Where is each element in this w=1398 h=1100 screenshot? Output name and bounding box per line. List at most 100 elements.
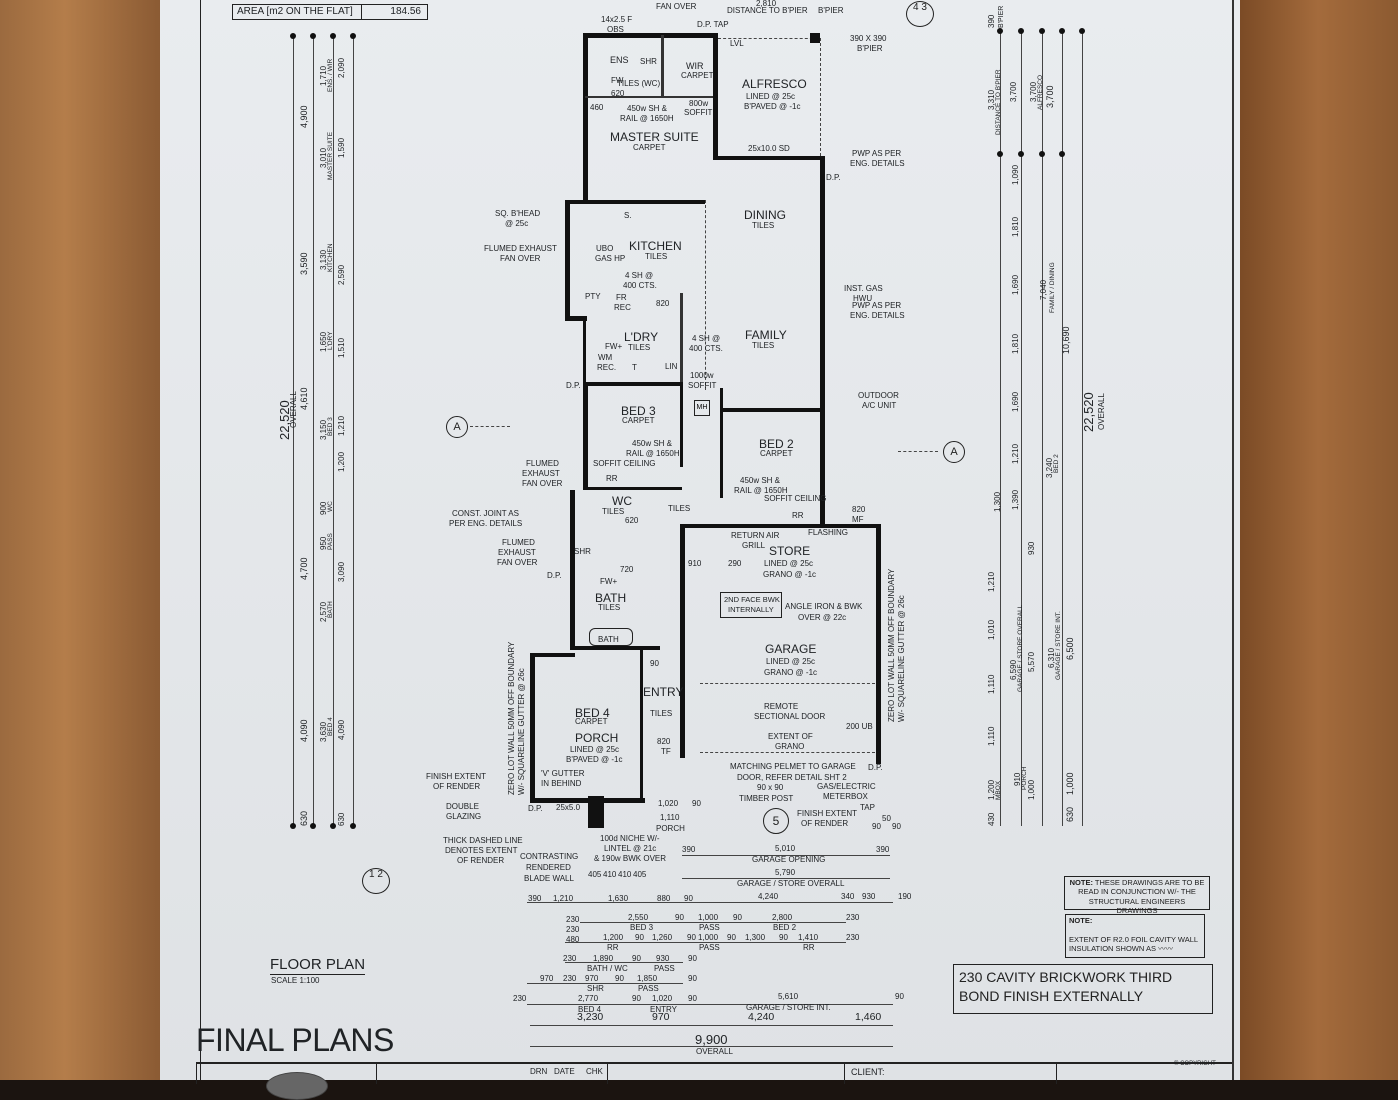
dim-overall-label: OVERALL xyxy=(289,391,298,428)
dim-bed3-label: BED 3 xyxy=(630,923,654,932)
dim-630: 630 xyxy=(337,812,346,826)
note-ens-tiles: TILES (WC) xyxy=(617,79,661,88)
wall xyxy=(587,487,682,490)
tb-divider xyxy=(196,1064,198,1084)
blade-wall xyxy=(588,796,604,828)
note-bpier-size: 390 X 390 xyxy=(850,34,887,43)
dim-line xyxy=(293,35,294,827)
note-shelf: 450w SH & xyxy=(632,439,673,448)
sink-icon: S. xyxy=(624,211,632,220)
dim-line xyxy=(530,1025,893,1026)
note-contrasting: CONTRASTING xyxy=(520,852,579,861)
note-grano: GRANO xyxy=(775,742,805,751)
section-line xyxy=(898,451,938,452)
dim-230: 230 xyxy=(566,915,580,924)
dim-5610: 5,610 xyxy=(778,992,799,1001)
dim-820: 820 xyxy=(657,737,671,746)
room-bed2: BED 2 xyxy=(759,437,794,451)
room-garage-finish2: GRANO @ -1c xyxy=(764,668,818,677)
note-of-render: OF RENDER xyxy=(433,782,481,791)
dim-1810: 1,810 xyxy=(1011,216,1020,237)
dim-5570: 5,570 xyxy=(1027,651,1036,672)
dim-1200: 1,200 xyxy=(337,451,346,472)
dim-mbox-label: MBOX xyxy=(995,780,1002,800)
dim-910: 910 xyxy=(688,559,702,568)
dim-390: 390 xyxy=(987,14,996,28)
note-shelves: 4 SH @ xyxy=(625,271,654,280)
note-brickwork: 230 CAVITY BRICKWORK THIRD BOND FINISH E… xyxy=(953,964,1213,1014)
dim-90: 90 xyxy=(688,994,697,1003)
dim-1000: 1,000 xyxy=(1027,779,1036,800)
note-structural-drawings: NOTE: THESE DRAWINGS ARE TO BE READ IN C… xyxy=(1064,876,1210,915)
note-outdoor-ac: OUTDOOR xyxy=(858,391,899,400)
dim-630: 630 xyxy=(1065,806,1075,822)
dim-line xyxy=(565,942,846,943)
note-90x90: 90 x 90 xyxy=(757,783,784,792)
note-title: NOTE: xyxy=(1069,916,1093,925)
note-soffit: SOFFIT xyxy=(688,381,717,390)
dim-880: 880 xyxy=(657,894,671,903)
tb-divider xyxy=(1056,1064,1057,1084)
note-fan-over: FAN OVER xyxy=(500,254,541,263)
note-insulation: NOTE: EXTENT OF R2.0 FOIL CAVITY WALL INS… xyxy=(1065,914,1205,958)
wall xyxy=(583,33,718,38)
wall xyxy=(585,96,713,98)
dim-garage-int-label: GARAGE / STORE INT. xyxy=(746,1003,831,1012)
wall xyxy=(583,33,588,203)
note-bwk-over: OVER @ 22c xyxy=(798,613,847,622)
elevation-label: 1 xyxy=(369,869,375,880)
note-tap: TAP xyxy=(860,803,875,812)
section-marker-a-right: A xyxy=(943,441,965,463)
dim-2800: 2,800 xyxy=(772,913,793,922)
note-lintel: LINTEL @ 21c xyxy=(604,844,657,853)
room-alfresco-finish1: LINED @ 25c xyxy=(746,92,796,101)
company-logo xyxy=(266,1072,328,1100)
dim-410: 410 xyxy=(603,870,617,879)
dim-bed4-label: BED 4 xyxy=(578,1005,602,1014)
dim-1000: 1,000 xyxy=(1065,772,1075,795)
dim-line xyxy=(1021,30,1022,826)
note-glazing: GLAZING xyxy=(446,812,482,821)
note-text: EXTENT OF R2.0 FOIL CAVITY WALL INSULATI… xyxy=(1069,934,1198,954)
dim-bpier-label: B'PIER xyxy=(998,5,1005,28)
dim-10690: 10,690 xyxy=(1061,326,1071,354)
dim-5790: 5,790 xyxy=(775,868,796,877)
dim-garage-overall-label: GARAGE / STORE OVERALL xyxy=(737,879,845,888)
room-dining: DINING xyxy=(744,208,786,222)
elevation-marker-4-3: 4 3 xyxy=(906,1,934,27)
dim-line xyxy=(682,855,890,856)
dim-820: 820 xyxy=(656,299,670,308)
room-entry: ENTRY xyxy=(643,685,684,699)
wall xyxy=(713,156,823,160)
room-laundry: L'DRY xyxy=(624,330,659,344)
dim-620: 620 xyxy=(625,516,639,525)
dim-390: 390 xyxy=(682,845,696,854)
dim-2770: 2,770 xyxy=(578,994,599,1003)
dim-1110: 1,110 xyxy=(660,813,680,822)
tb-chk: CHK xyxy=(586,1067,603,1076)
note-timber-post: TIMBER POST xyxy=(739,794,794,803)
wall xyxy=(570,646,660,650)
dim-1020: 1,020 xyxy=(658,799,679,808)
face-bwk-box xyxy=(720,592,782,618)
note-downpipe: D.P. xyxy=(826,173,841,182)
note-window-size: 14x2.5 F xyxy=(601,15,633,24)
dim-480: 480 xyxy=(566,935,580,944)
note-downpipe: D.P. xyxy=(528,804,543,813)
dim-1260: 1,260 xyxy=(652,933,673,942)
dim-4700: 4,700 xyxy=(299,557,309,580)
garage-door-line xyxy=(700,683,875,684)
note-hwu: HWU xyxy=(853,294,873,303)
note-2nd-face-bwk: 2ND FACE BWK xyxy=(724,595,780,604)
dim-1850: 1,850 xyxy=(637,974,658,983)
dim-190: 190 xyxy=(898,892,912,901)
note-sectional-door: SECTIONAL DOOR xyxy=(754,712,826,721)
wall xyxy=(661,35,664,97)
dim-230: 230 xyxy=(563,954,577,963)
dim-90: 90 xyxy=(675,913,684,922)
dim-4090: 4,090 xyxy=(299,719,309,742)
note-fw: FW+ xyxy=(605,342,623,351)
dim-970: 970 xyxy=(585,974,599,983)
wood-table-right xyxy=(1238,0,1398,1080)
note-wm-recess: REC. xyxy=(597,363,617,372)
